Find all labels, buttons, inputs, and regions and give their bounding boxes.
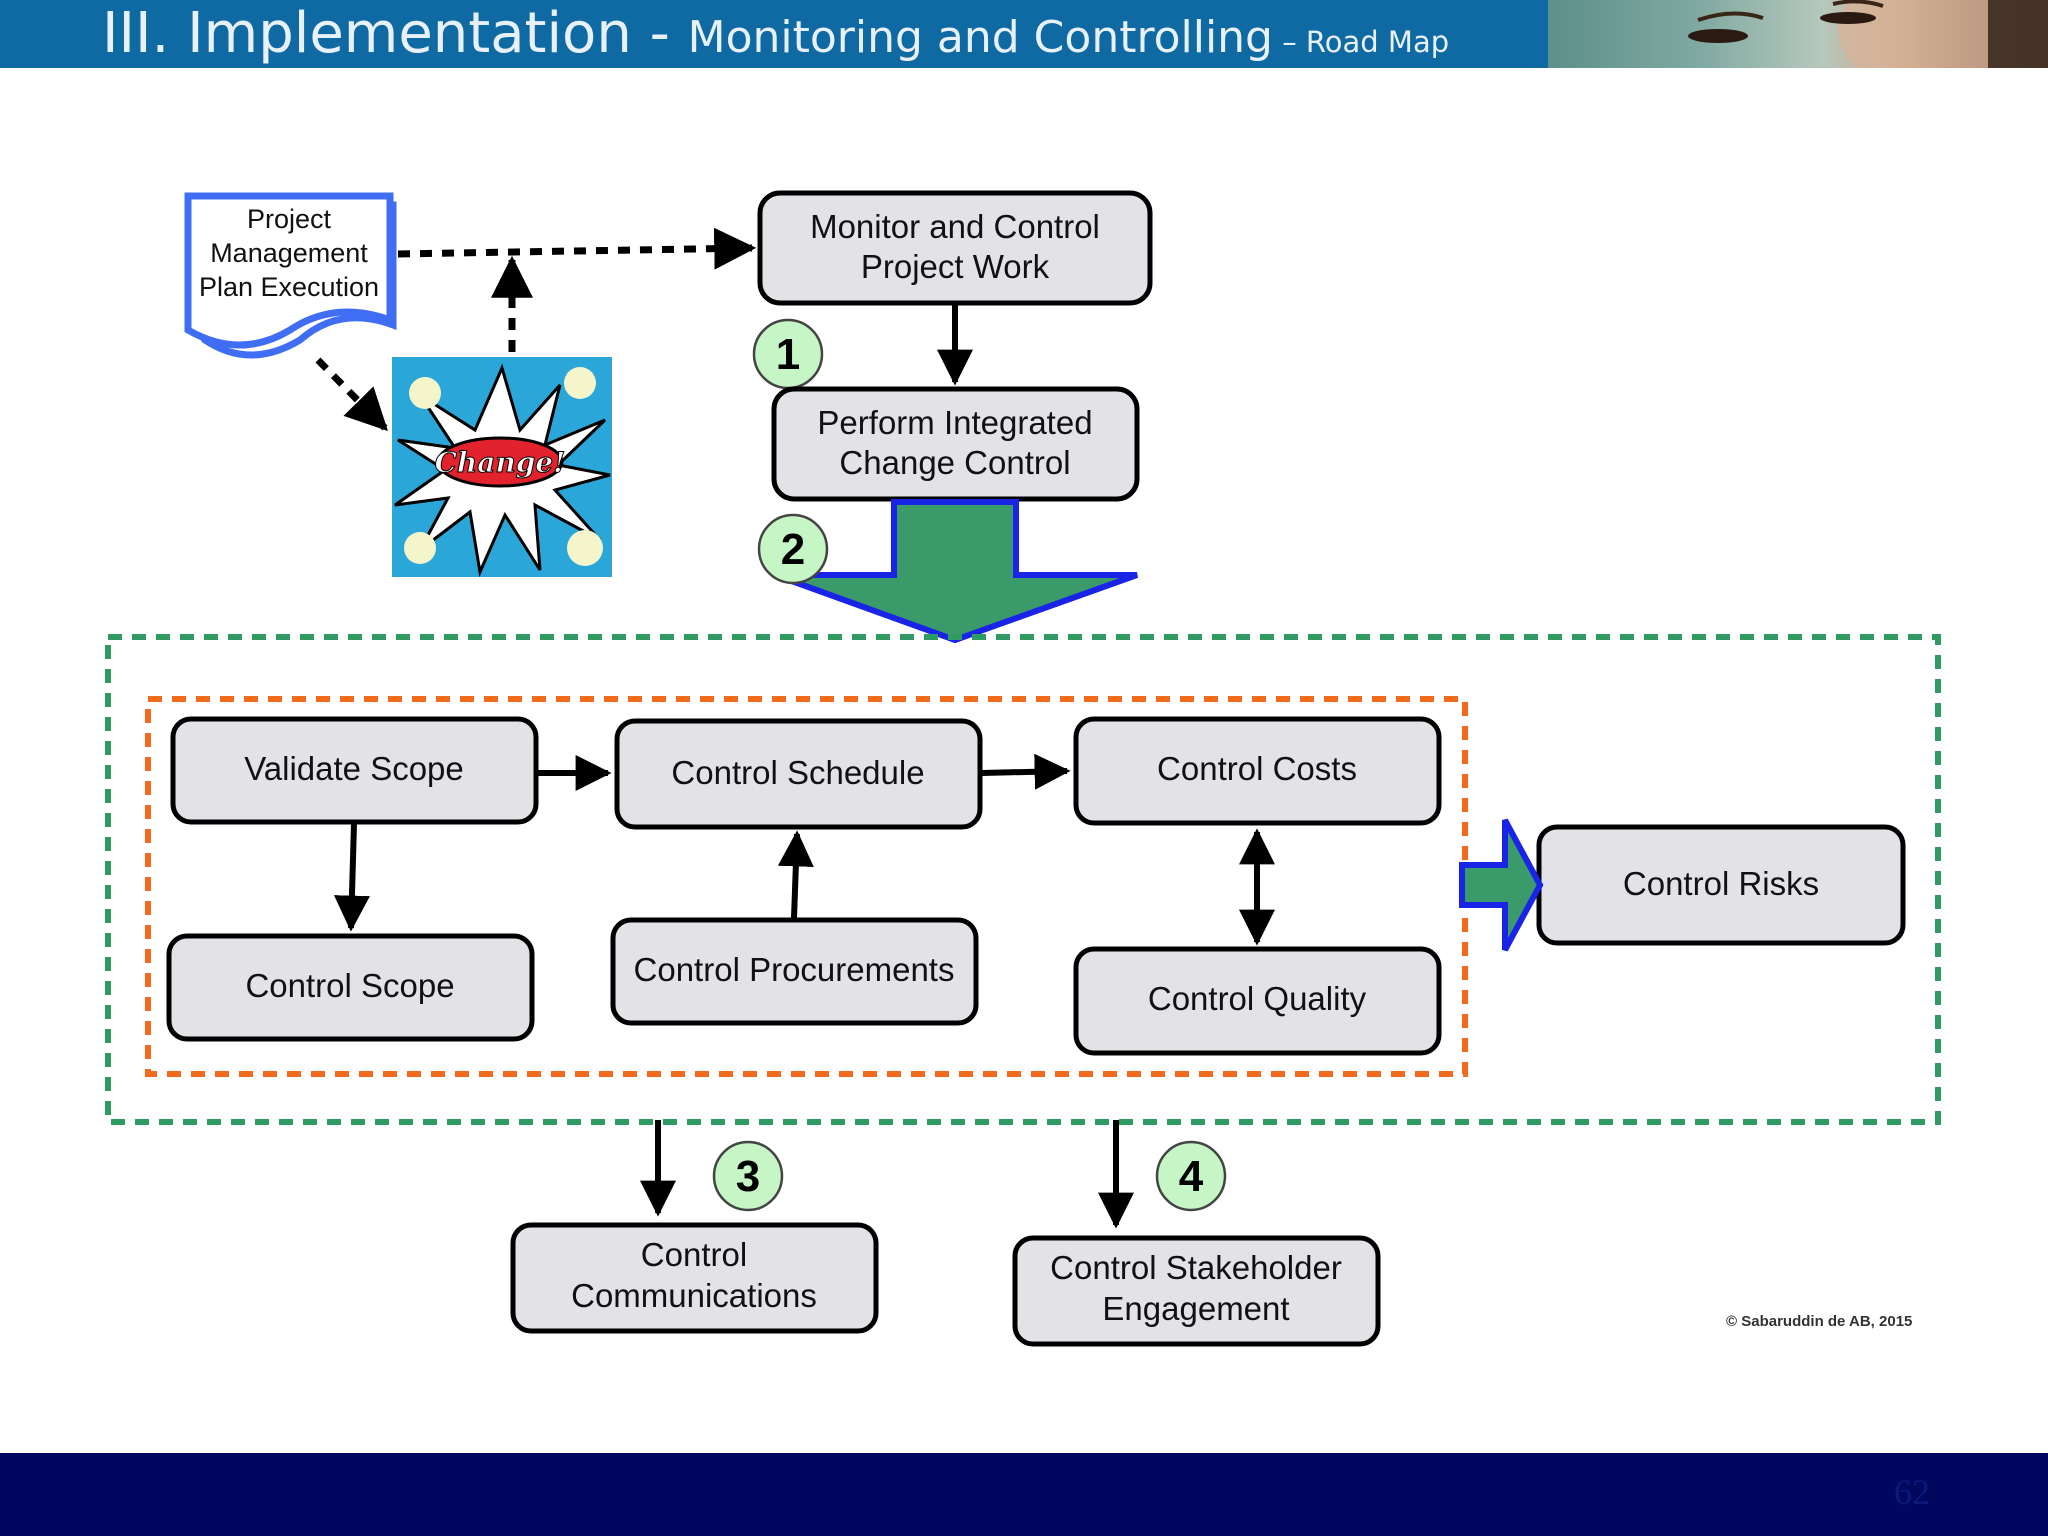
- control-costs-box: Control Costs: [1073, 716, 1442, 826]
- control-schedule-box: Control Schedule: [614, 718, 983, 830]
- plan-line-3: Plan Execution: [199, 272, 379, 302]
- plan-line-1: Project: [247, 204, 332, 234]
- project-plan-document: Project Management Plan Execution: [184, 192, 397, 359]
- title-bar: III. Implementation - Monitoring and Con…: [0, 0, 1548, 68]
- dotted-connectors: [315, 227, 757, 431]
- svg-text:Control Costs: Control Costs: [1157, 750, 1357, 787]
- svg-text:Control Schedule: Control Schedule: [671, 754, 924, 791]
- svg-text:Validate Scope: Validate Scope: [244, 750, 464, 787]
- badge-4: 4: [1155, 1140, 1227, 1212]
- road-map-diagram: Project Management Plan Execution Change…: [105, 190, 1941, 1347]
- svg-text:2: 2: [781, 525, 805, 574]
- integrated-line-2: Change Control: [839, 444, 1070, 481]
- badge-1: 1: [752, 318, 824, 390]
- svg-text:Control Procurements: Control Procurements: [634, 951, 955, 988]
- control-scope-box: Control Scope: [166, 933, 535, 1042]
- monitor-line-2: Project Work: [861, 248, 1050, 285]
- monitor-control-box: Monitor and Control Project Work: [757, 190, 1153, 306]
- inner-arrows: [333, 753, 1275, 946]
- title-main: III. Implementation -: [102, 1, 688, 66]
- green-dashed-frame: [105, 634, 1941, 1125]
- svg-text:Control: Control: [641, 1236, 747, 1273]
- risks-green-arrow: [1459, 818, 1544, 952]
- svg-text:Control Quality: Control Quality: [1148, 980, 1367, 1017]
- big-green-arrow: [773, 499, 1139, 644]
- svg-text:Control Scope: Control Scope: [245, 967, 454, 1004]
- change-label: Change!: [435, 446, 566, 479]
- slide-title: III. Implementation - Monitoring and Con…: [102, 0, 1449, 68]
- badge-3: 3: [712, 1140, 784, 1212]
- control-procurements-box: Control Procurements: [610, 917, 979, 1026]
- validate-scope-box: Validate Scope: [170, 716, 539, 825]
- orange-dashed-frame: [145, 696, 1468, 1077]
- title-small: – Road Map: [1273, 25, 1450, 59]
- plan-line-2: Management: [210, 238, 368, 268]
- svg-text:4: 4: [1179, 1152, 1204, 1201]
- control-stakeholder-box: Control Stakeholder Engagement: [1012, 1235, 1381, 1347]
- footer-bar: 62: [0, 1453, 2048, 1536]
- copyright-note: © Sabaruddin de AB, 2015: [1726, 1313, 1913, 1330]
- svg-text:Communications: Communications: [571, 1277, 817, 1314]
- header-photo: [1548, 0, 2048, 68]
- control-communications-box: Control Communications: [510, 1222, 879, 1334]
- page-number: 62: [1894, 1472, 1930, 1512]
- change-image: Change!: [392, 357, 612, 578]
- control-quality-box: Control Quality: [1073, 946, 1442, 1056]
- svg-text:3: 3: [736, 1152, 760, 1201]
- svg-text:Engagement: Engagement: [1102, 1290, 1289, 1327]
- title-sub: Monitoring and Controlling: [687, 12, 1273, 63]
- svg-text:Control Risks: Control Risks: [1623, 865, 1819, 902]
- badge-2: 2: [757, 513, 829, 585]
- svg-text:1: 1: [776, 330, 800, 379]
- svg-text:Control Stakeholder: Control Stakeholder: [1050, 1249, 1342, 1286]
- integrated-change-box: Perform Integrated Change Control: [771, 386, 1140, 502]
- monitor-line-1: Monitor and Control: [810, 208, 1100, 245]
- integrated-line-1: Perform Integrated: [817, 404, 1092, 441]
- control-risks-box: Control Risks: [1536, 824, 1906, 946]
